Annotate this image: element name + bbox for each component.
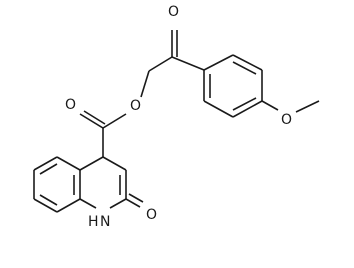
atom-label-o-ketone: O xyxy=(168,4,179,20)
benzo-ring xyxy=(33,156,81,213)
atom-label-o-methoxy: O xyxy=(281,112,292,128)
atom-label-o-ester: O xyxy=(130,98,141,114)
ester-linkage xyxy=(79,30,205,157)
atom-label-o-lactam: O xyxy=(146,207,157,223)
pyridinone-ring xyxy=(79,156,144,209)
atom-label-h: H xyxy=(88,214,99,230)
methoxyphenyl-ring xyxy=(203,54,320,118)
atom-label-n: N xyxy=(100,214,110,230)
atom-label-o-ester-carbonyl: O xyxy=(65,97,76,113)
